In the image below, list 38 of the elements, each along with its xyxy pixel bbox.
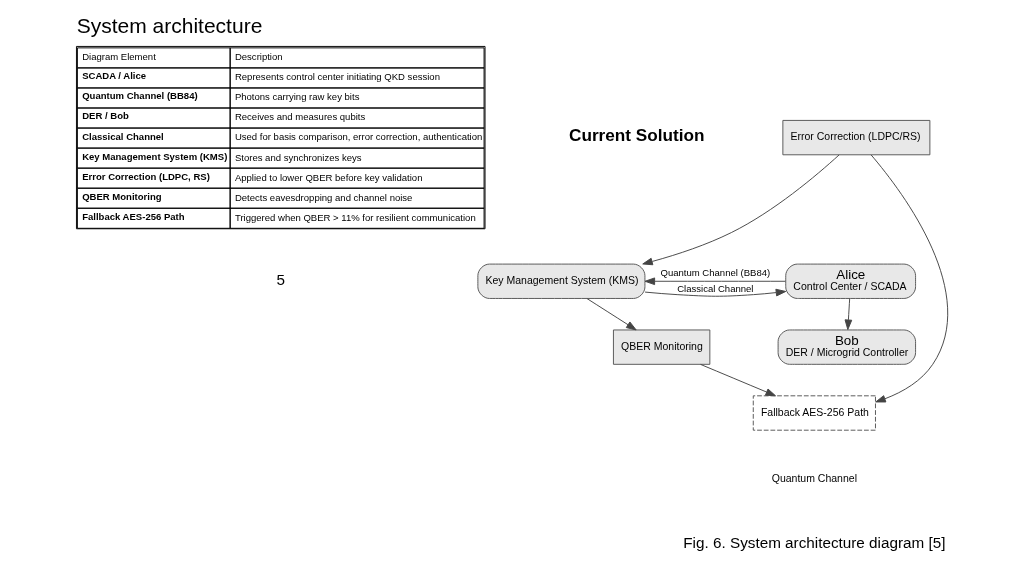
node-box: Fallback AES-256 Path: [752, 395, 876, 431]
label: Diagram Element: [82, 51, 156, 63]
label: Stores and synchronizes keys: [234, 151, 362, 163]
label: Receives and measures qubits: [234, 111, 366, 123]
arrow: [870, 154, 949, 403]
caption: Fig. 6. System architecture diagram [5]: [683, 534, 946, 552]
arrow: [586, 298, 637, 331]
arrow: [642, 154, 840, 266]
label: Current Solution: [569, 124, 705, 145]
label: Quantum Channel (BB84): [82, 90, 198, 102]
label: Photons carrying raw key bits: [234, 91, 360, 103]
label: QBER Monitoring: [82, 190, 162, 202]
label: Applied to lower QBER before key validation: [234, 171, 423, 183]
label: Description: [234, 51, 283, 63]
label: Error Correction (LDPC, RS): [82, 170, 210, 182]
label: Quantum Channel: [771, 471, 857, 484]
node-box: Bob DER / Microgrid Controller: [777, 329, 917, 365]
label: DER / Bob: [82, 110, 129, 122]
label: Fallback AES-256 Path: [82, 210, 185, 222]
node-box: Key Management System (KMS): [477, 263, 646, 299]
label: Used for basis comparison, error correction, authentication: [234, 131, 483, 143]
label: SCADA / Alice: [82, 70, 147, 82]
label: Detects eavesdropping and channel noise: [234, 191, 413, 203]
edge-label: Classical Channel: [677, 282, 754, 294]
label: Key Management System (KMS): [82, 150, 228, 162]
node-box: Error Correction (LDPC/RS): [782, 119, 931, 156]
node-box: QBER Monitoring: [612, 329, 711, 365]
arrow: [644, 277, 787, 286]
label: Triggered when QBER > 11% for resilient communication: [234, 211, 476, 223]
node-box: Alice Control Center / SCADA: [785, 263, 917, 299]
arrow: [644, 288, 787, 297]
arrow: [844, 298, 853, 331]
diagram-title: System architecture: [76, 13, 263, 37]
arrow: [700, 363, 776, 397]
label: Represents control center initiating QKD session: [234, 71, 440, 83]
edge-label: Quantum Channel (BB84): [660, 266, 771, 278]
label: Classical Channel: [82, 130, 164, 142]
label: 5: [276, 270, 285, 288]
